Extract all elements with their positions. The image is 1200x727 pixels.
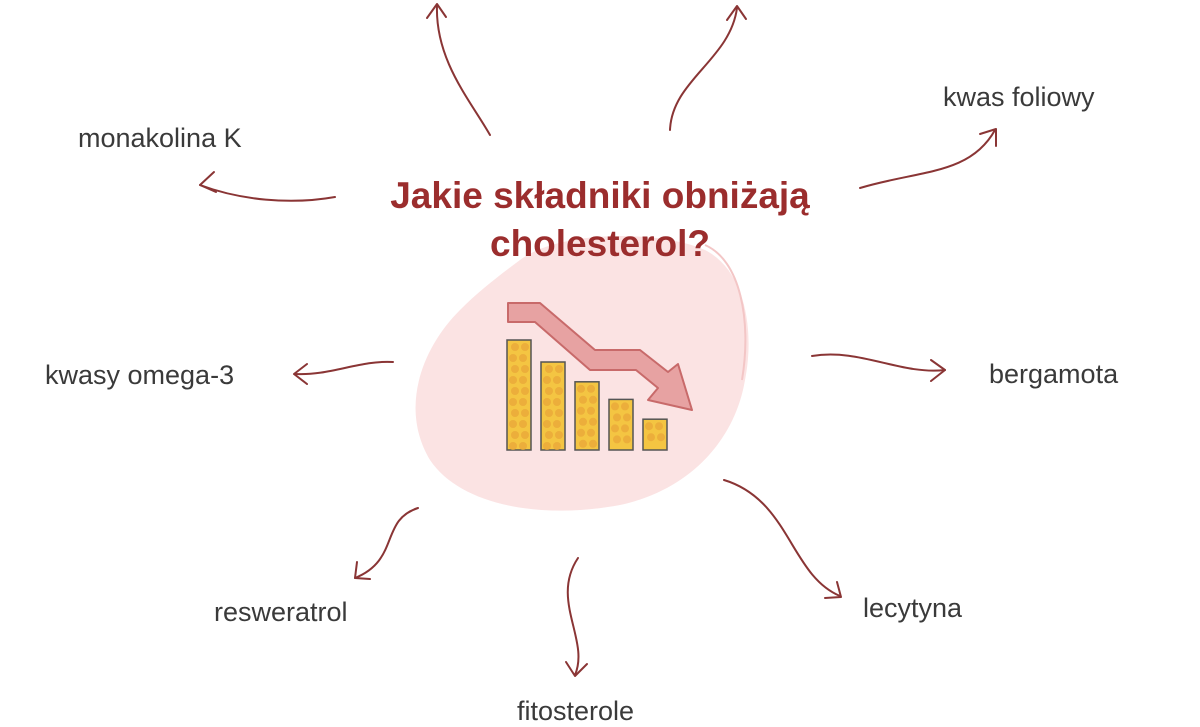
- bar-dot: [553, 376, 561, 384]
- bar-dot: [589, 439, 597, 448]
- bar-dot: [519, 354, 527, 362]
- arrow-to-monakolina: [199, 184, 336, 202]
- bar-dot: [555, 409, 563, 417]
- arrowhead-fitosterole: [565, 661, 588, 677]
- bar-dot: [543, 442, 551, 450]
- label-fitosterole: fitosterole: [517, 696, 635, 726]
- label-kwas-foliowy: kwas foliowy: [943, 82, 1095, 112]
- bar-dot: [543, 398, 551, 406]
- bar-chart-illustration: [506, 339, 668, 451]
- arrow-to-omega: [294, 360, 394, 376]
- bar-dot: [587, 406, 595, 415]
- blob-outline: [704, 244, 747, 381]
- bar-dot: [613, 413, 621, 422]
- bar-dot: [623, 435, 631, 444]
- bar-dot: [579, 439, 587, 448]
- arrowhead-bergamota: [930, 359, 946, 382]
- bar-dot: [647, 433, 655, 442]
- bar-dot: [621, 402, 629, 411]
- bar-dot: [545, 365, 553, 373]
- bar-dot: [621, 424, 629, 433]
- bar-dot: [577, 384, 585, 393]
- bar-dot: [521, 409, 529, 417]
- arrowhead-monakolina: [199, 171, 217, 193]
- bar-dot: [645, 422, 653, 431]
- bar-dot: [553, 442, 561, 450]
- bar-dot: [555, 431, 563, 439]
- bar-dot: [521, 387, 529, 395]
- bar-dot: [657, 433, 665, 442]
- bar-dot: [519, 442, 527, 450]
- bar-dot: [509, 398, 517, 406]
- bar-dot: [511, 409, 519, 417]
- label-kwasy-omega-3: kwasy omega-3: [45, 360, 235, 390]
- arrowhead-up-left: [426, 3, 447, 19]
- bar-dot: [543, 420, 551, 428]
- bar-dot: [577, 428, 585, 437]
- arrowhead-omega: [293, 363, 308, 385]
- bar-dot: [553, 398, 561, 406]
- bar-dot: [511, 343, 519, 351]
- label-monakolina-k: monakolina K: [78, 123, 242, 153]
- bar-dot: [589, 395, 597, 404]
- bar-dot: [521, 431, 529, 439]
- arrowhead-resweratrol: [354, 561, 371, 580]
- bar-dot: [553, 420, 561, 428]
- bar-dot: [545, 409, 553, 417]
- bar-dot: [587, 428, 595, 437]
- bar-dot: [509, 376, 517, 384]
- background-blob: [415, 236, 749, 511]
- label-bergamota: bergamota: [989, 359, 1119, 389]
- bar-dot: [579, 417, 587, 426]
- bar-dot: [655, 422, 663, 431]
- arrowhead-up-right: [726, 5, 747, 21]
- bar-dot: [519, 420, 527, 428]
- bar-dot: [545, 431, 553, 439]
- label-lecytyna: lecytyna: [863, 593, 963, 623]
- bar-dot: [521, 365, 529, 373]
- diagram-title: Jakie składniki obniżają cholesterol?: [300, 172, 900, 268]
- bar-dot: [587, 384, 595, 393]
- arrowhead-kwas-foliowy: [979, 128, 997, 147]
- bar-dot: [511, 431, 519, 439]
- arrow-to-kwas-foliowy: [859, 129, 996, 189]
- bar-dot: [511, 365, 519, 373]
- arrow-to-bergamota: [811, 353, 946, 372]
- arrow-to-fitosterole: [566, 557, 580, 676]
- title-line-2: cholesterol?: [490, 223, 710, 264]
- bar-dot: [509, 354, 517, 362]
- trend-arrow: [507, 302, 693, 411]
- bar-dot: [623, 413, 631, 422]
- bar-dot: [589, 417, 597, 426]
- bar-dot: [521, 343, 529, 351]
- bar-dot: [509, 442, 517, 450]
- bar-dot: [555, 387, 563, 395]
- bar-dot: [555, 365, 563, 373]
- bar-dot: [519, 398, 527, 406]
- bar-dot: [519, 376, 527, 384]
- bar-dot: [611, 424, 619, 433]
- label-resweratrol: resweratrol: [214, 597, 348, 627]
- bar-dot: [611, 402, 619, 411]
- bar-dot: [545, 387, 553, 395]
- illustration-bar: [574, 381, 600, 451]
- bar-dot: [543, 376, 551, 384]
- bar-dot: [613, 435, 621, 444]
- bar-dot: [511, 387, 519, 395]
- bar-dot: [509, 420, 517, 428]
- arrow-up-left: [435, 4, 491, 136]
- arrow-to-resweratrol: [354, 507, 419, 579]
- bar-dot: [579, 395, 587, 404]
- arrow-to-lecytyna: [723, 479, 841, 597]
- arrow-up-right: [669, 7, 738, 131]
- title-line-1: Jakie składniki obniżają: [390, 175, 810, 216]
- bar-dot: [577, 406, 585, 415]
- arrowhead-lecytyna: [824, 581, 842, 599]
